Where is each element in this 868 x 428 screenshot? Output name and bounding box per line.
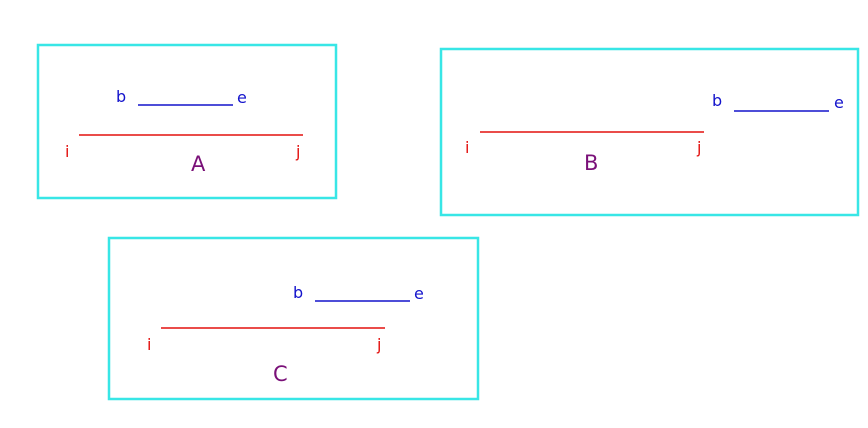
panel-c-label-i: i bbox=[147, 335, 151, 354]
panel-b-label-b: b bbox=[712, 91, 722, 110]
panel-a-label-i: i bbox=[65, 142, 69, 161]
panel-b-label-i: i bbox=[465, 138, 469, 157]
panel-c-label-e: e bbox=[414, 284, 424, 303]
panel-a-label-b: b bbox=[116, 87, 126, 106]
panel-b-border bbox=[439, 47, 860, 217]
panel-a-border bbox=[36, 43, 338, 200]
panel-c: b e i j C bbox=[107, 236, 480, 401]
panel-b: i j b e B bbox=[439, 47, 860, 217]
panel-b-title: B bbox=[584, 151, 598, 175]
panel-c-label-j: j bbox=[376, 335, 381, 354]
panel-a-label-j: j bbox=[295, 142, 300, 161]
panel-a-label-e: e bbox=[237, 88, 247, 107]
panel-b-label-j: j bbox=[696, 138, 701, 157]
panel-c-label-b: b bbox=[293, 283, 303, 302]
panel-c-border bbox=[107, 236, 480, 401]
panel-a-title: A bbox=[191, 152, 206, 176]
panel-c-title: C bbox=[273, 362, 288, 386]
panel-b-label-e: e bbox=[834, 93, 844, 112]
panel-a: b e i j A bbox=[36, 43, 338, 200]
